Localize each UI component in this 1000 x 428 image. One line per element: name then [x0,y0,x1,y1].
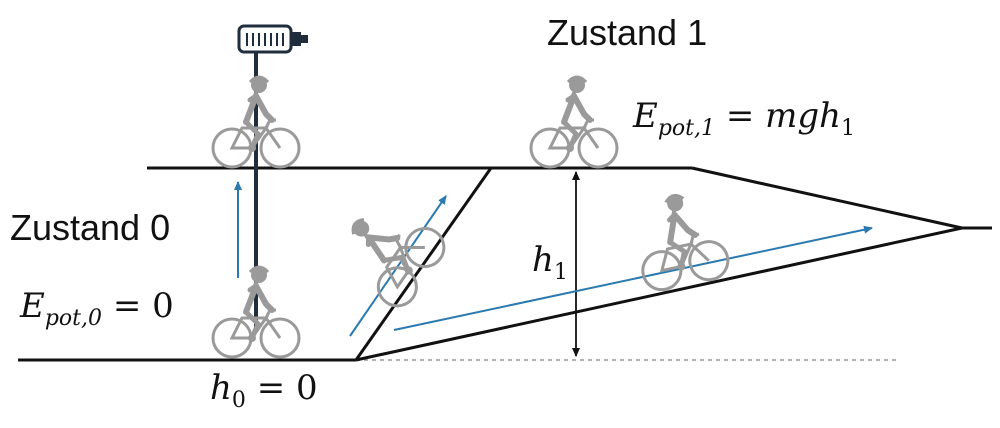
epot0-equation: Epot,0 = 0 [20,286,174,331]
h1-label: h1 [532,240,568,285]
shallow-ramp [355,226,963,362]
state1-title: Zustand 1 [547,12,708,53]
h0-equation: h0 = 0 [210,368,318,413]
cyclist-icon [629,187,732,293]
shallow-ramp-arrow [393,225,873,331]
lift-motor-icon [237,24,308,54]
wedge-top [691,166,963,230]
steep-ramp [354,167,493,361]
cyclist-icon [531,77,617,167]
state0-title: Zustand 0 [10,207,171,248]
epot1-equation: Epot,1 = mgh1 [633,96,856,141]
steep-ramp-arrow [349,195,447,337]
